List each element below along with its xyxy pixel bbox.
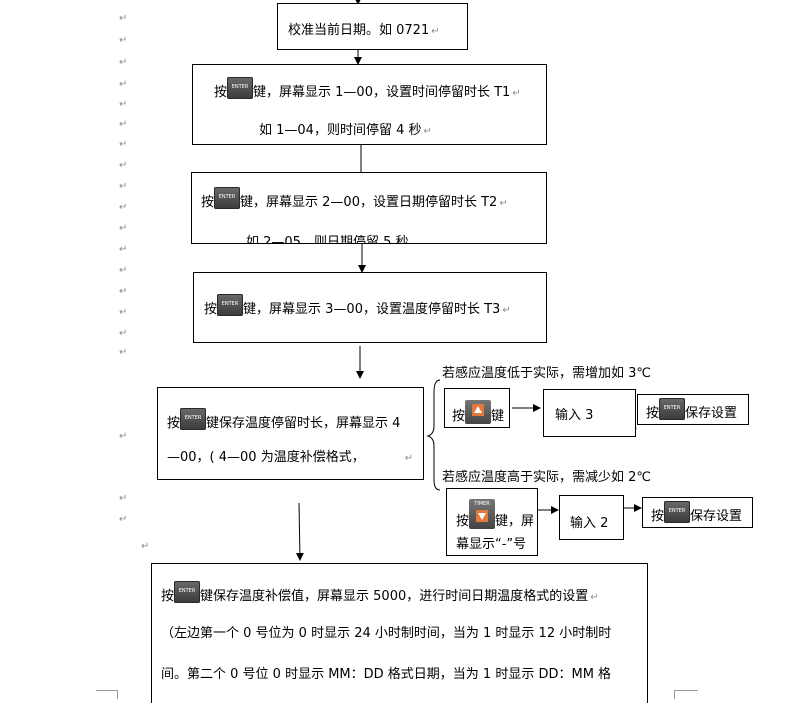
paragraph-mark: ↵ (119, 35, 128, 46)
branch-decrease-caption: 若感应温度高于实际，需减少如 2℃ (442, 470, 652, 485)
paragraph-mark: ↵ (141, 541, 150, 552)
paragraph-mark: ↵ (119, 265, 128, 276)
page-corner-mark (674, 690, 698, 691)
enter-key-icon: ENTER (214, 187, 241, 209)
branch-decrease-input-box: 输入 2 (559, 495, 624, 540)
paragraph-mark: ↵ (119, 99, 128, 110)
paragraph-mark: ↵ (404, 453, 414, 464)
step-date-duration-line1: 键，屏幕显示 2—00，设置日期停留时长 T2 (240, 195, 498, 210)
step-temp-duration-line1: 键，屏幕显示 3—00，设置温度停留时长 T3 (243, 302, 501, 317)
up-arrow-key-icon (465, 400, 492, 424)
press-text: 按 (167, 416, 181, 431)
paragraph-mark: ↵ (423, 126, 432, 137)
press-text: 按 (214, 85, 228, 100)
step-time-duration-line2: 如 1—04，则时间停留 4 秒 (259, 123, 422, 138)
step-calibrate-date-box: 校准当前日期。如 0721↵ (277, 3, 468, 50)
paragraph-mark: ↵ (119, 79, 128, 90)
branch-increase-caption: 若感应温度低于实际，需增加如 3℃ (442, 366, 652, 381)
enter-key-icon: ENTER (180, 408, 207, 430)
paragraph-mark: ↵ (119, 119, 128, 130)
paragraph-mark: ↵ (119, 307, 128, 318)
page-corner-mark (117, 690, 118, 699)
paragraph-mark: ↵ (119, 328, 128, 339)
paragraph-mark: ↵ (590, 592, 599, 603)
paragraph-mark: ↵ (119, 244, 128, 255)
paragraph-mark: ↵ (431, 26, 440, 37)
paragraph-mark: ↵ (119, 493, 128, 504)
paragraph-mark: ↵ (119, 286, 128, 297)
branch-increase-input-box: 输入 3 (543, 389, 636, 437)
paragraph-mark: ↵ (119, 160, 128, 171)
step-date-duration-line2-clipped: 如 2—05，则日期停留 5 秒 (246, 235, 409, 244)
paragraph-mark: ↵ (119, 57, 128, 68)
paragraph-mark: ↵ (119, 223, 128, 234)
input-2-text: 输入 2 (570, 516, 609, 531)
paragraph-mark: ↵ (502, 305, 511, 316)
paragraph-mark: ↵ (119, 139, 128, 150)
press-text: 按 (201, 195, 215, 210)
branch-brace (426, 379, 441, 491)
step-save-temp-compensation-line1: 键保存温度补偿值，屏幕显示 5000，进行时间日期温度格式的设置 (200, 589, 589, 604)
enter-key-icon: ENTER (174, 581, 201, 603)
arrow-4-5 (295, 502, 304, 561)
branch-increase-press-box: 按键 (444, 388, 510, 428)
paragraph-mark: ↵ (119, 181, 128, 192)
enter-key-icon: ENTER (659, 398, 686, 420)
step-time-duration-line1: 键，屏幕显示 1—00，设置时间停留时长 T1 (253, 85, 511, 100)
paragraph-mark: ↵ (119, 431, 128, 442)
press-text: 按 (204, 302, 218, 317)
step-save-temp-duration-line1: 键保存温度停留时长，屏幕显示 4 (206, 416, 401, 431)
timer-down-key-icon: TIMER (469, 499, 496, 529)
paragraph-mark: ↵ (119, 13, 128, 24)
paragraph-mark: ↵ (499, 198, 508, 209)
page-corner-mark (674, 690, 675, 699)
step-save-temp-duration-line2: —00，( 4—00 为温度补偿格式， (167, 450, 365, 465)
step-save-temp-compensation-line3: 间。第二个 0 号位 0 时显示 MM：DD 格式日期，当为 1 时显示 DD：… (161, 667, 612, 682)
enter-key-icon: ENTER (217, 294, 244, 316)
enter-key-icon: ENTER (664, 501, 691, 523)
paragraph-mark: ↵ (119, 514, 128, 525)
enter-key-icon: ENTER (227, 77, 254, 99)
paragraph-mark: ↵ (119, 347, 128, 358)
input-3-text: 输入 3 (555, 408, 594, 423)
page-corner-mark (96, 690, 118, 691)
paragraph-mark: ↵ (119, 202, 128, 213)
step-calibrate-date-text: 校准当前日期。如 0721 (288, 23, 430, 38)
paragraph-mark: ↵ (512, 88, 521, 99)
press-text: 按 (161, 589, 175, 604)
step-save-temp-compensation-line2: （左边第一个 0 号位为 0 时显示 24 小时制时间，当为 1 时显示 12 … (161, 626, 612, 641)
